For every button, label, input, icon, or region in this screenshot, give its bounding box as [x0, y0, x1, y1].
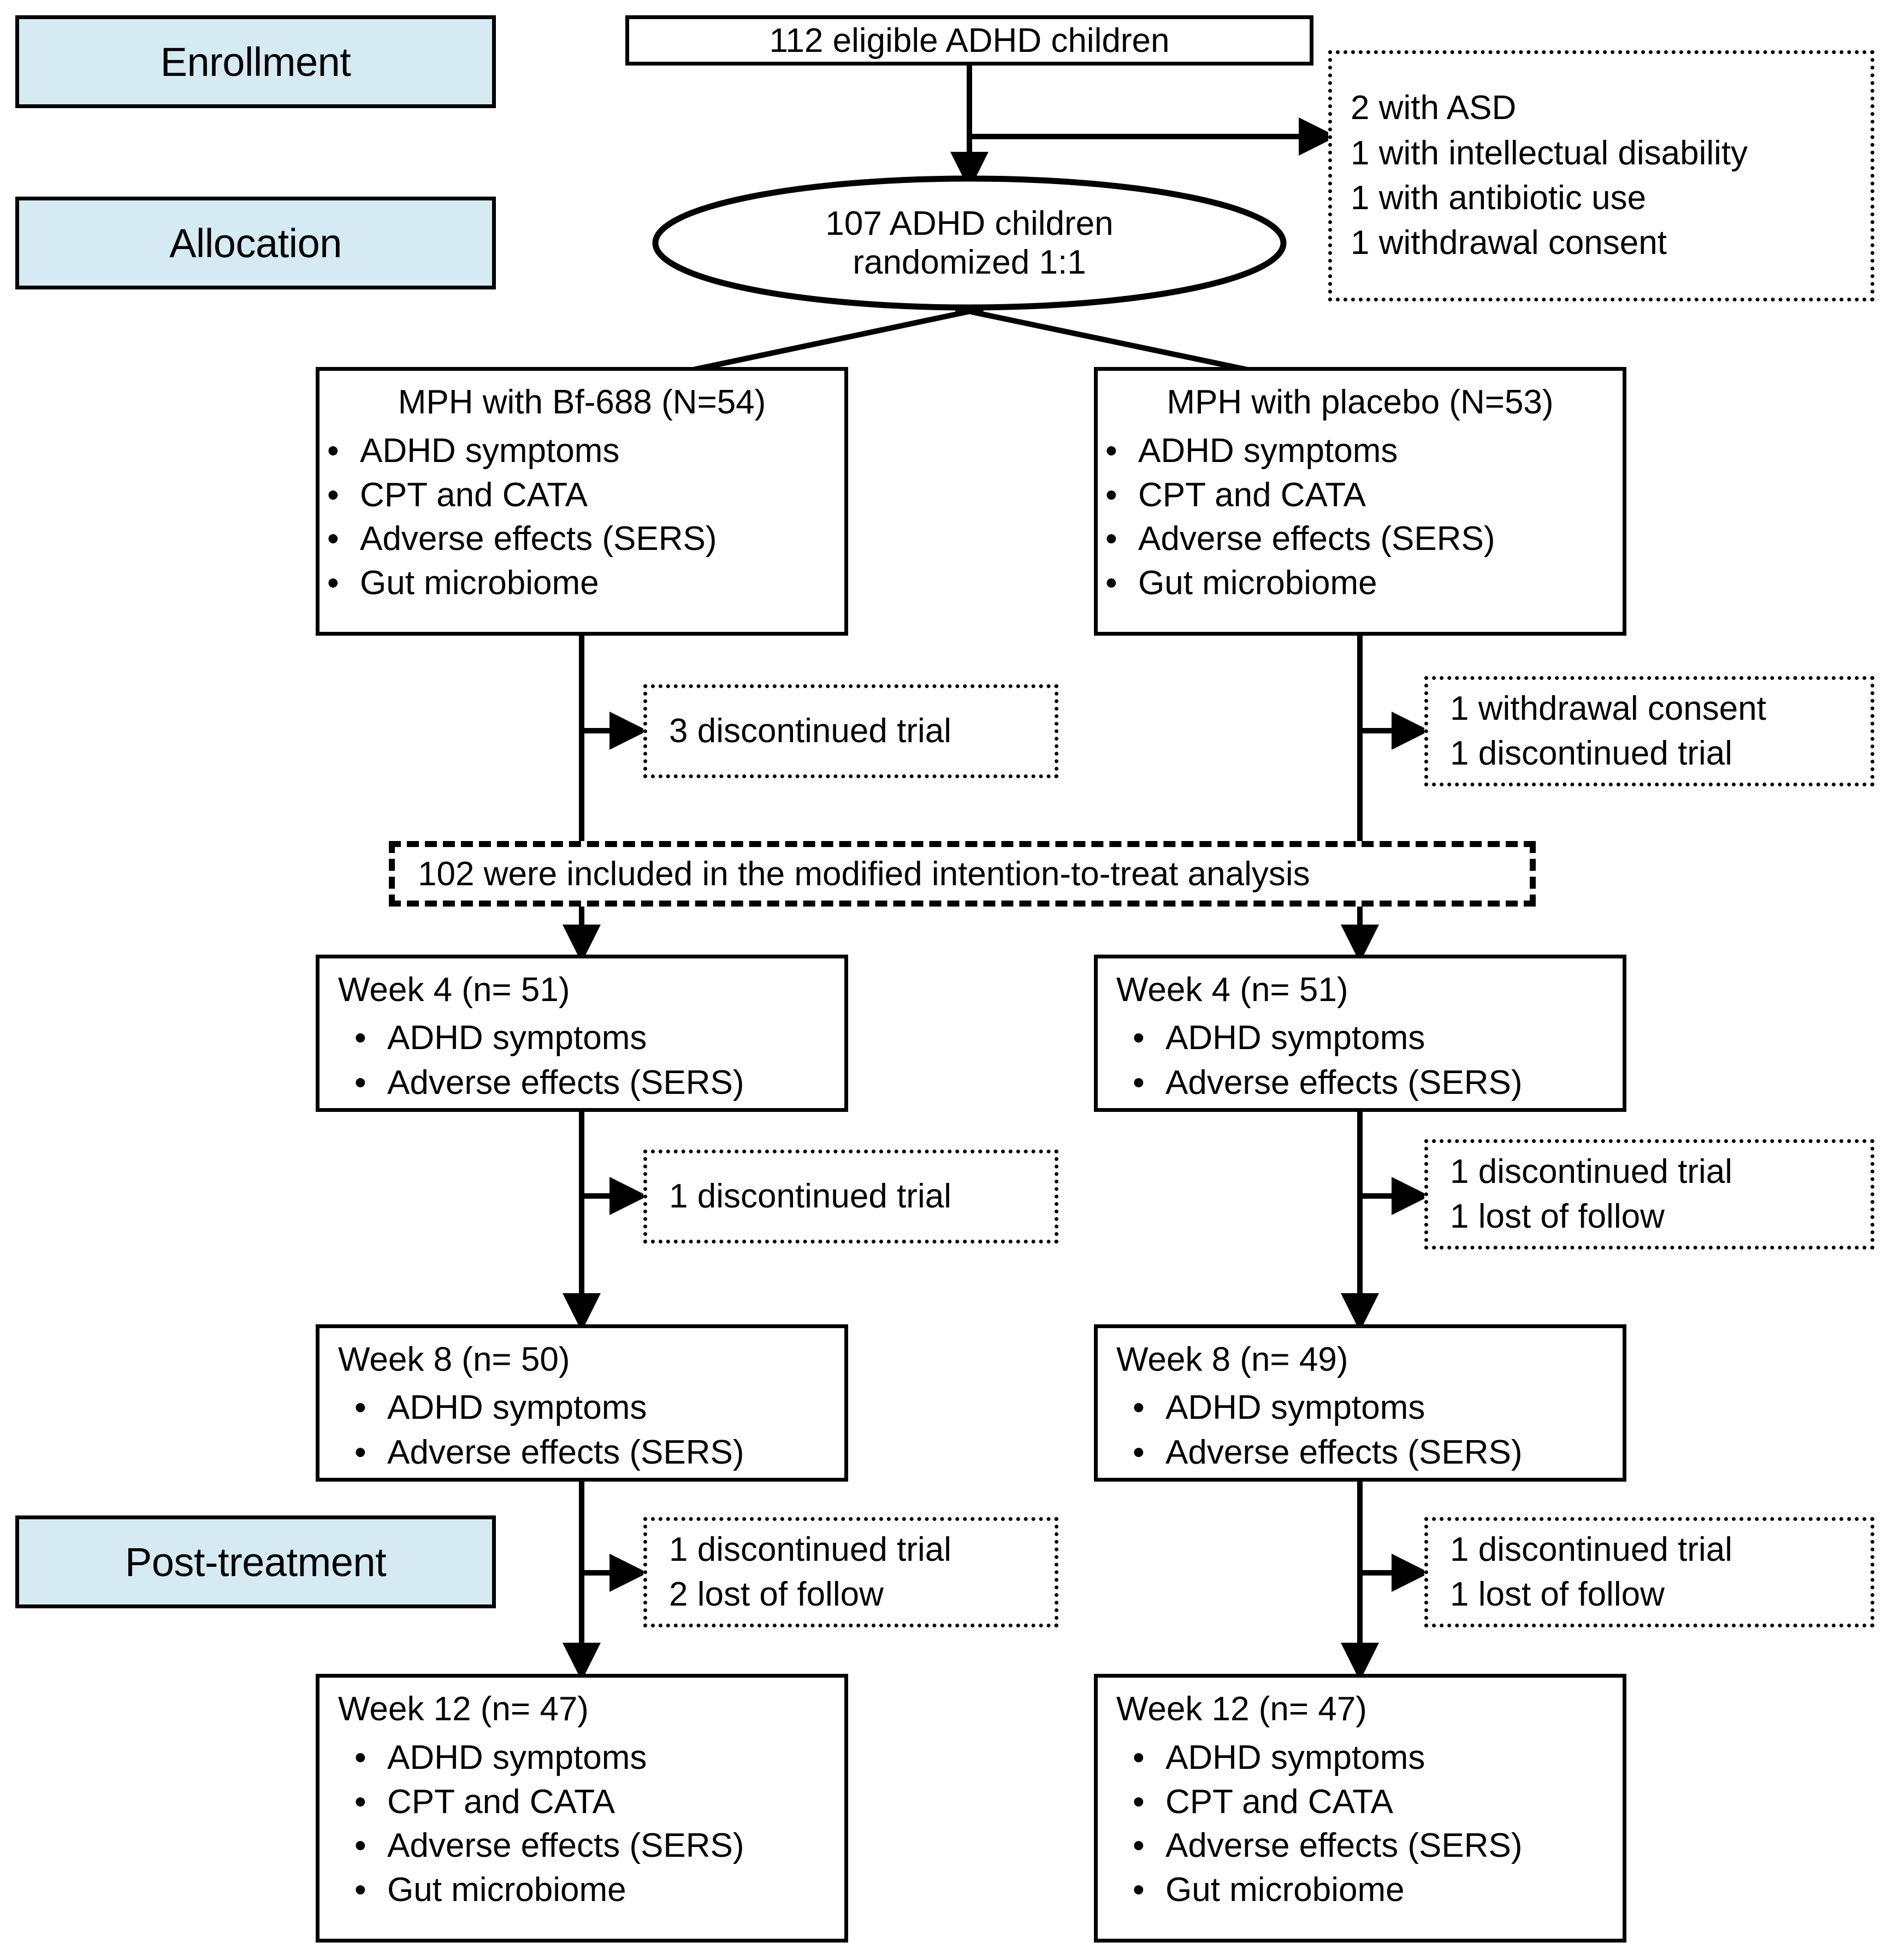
list-item: Adverse effects (SERS) — [347, 1430, 844, 1475]
list-item: ADHD symptoms — [319, 429, 844, 473]
dropout-line: 2 lost of follow — [669, 1576, 884, 1613]
week8-box-right: Week 8 (n= 49) ADHD symptoms Adverse eff… — [1094, 1324, 1626, 1482]
week4-box-right: Week 4 (n= 51) ADHD symptoms Adverse eff… — [1094, 955, 1626, 1112]
dropout-box-right-week4: 1 discontinued trial 1 lost of follow — [1424, 1139, 1874, 1250]
week8-left-title: Week 8 (n= 50) — [338, 1341, 570, 1378]
list-item: ADHD symptoms — [347, 1016, 844, 1061]
list-item: CPT and CATA — [319, 473, 844, 518]
excluded-line: 2 with ASD — [1351, 89, 1517, 127]
week4-left-title: Week 4 (n= 51) — [338, 971, 570, 1009]
mitt-analysis-band: 102 were included in the modified intent… — [389, 841, 1536, 907]
week12-box-left: Week 12 (n= 47) ADHD symptoms CPT and CA… — [316, 1674, 848, 1943]
excluded-line: 1 with intellectual disability — [1351, 134, 1748, 172]
stage-label-allocation-text: Allocation — [169, 220, 342, 266]
randomization-node: 107 ADHD children randomized 1:1 — [655, 188, 1283, 298]
list-item: Adverse effects (SERS) — [347, 1824, 844, 1868]
dropout-box-left-week8: 1 discontinued trial 2 lost of follow — [643, 1517, 1058, 1627]
stage-label-enrollment-text: Enrollment — [160, 39, 351, 85]
dropout-line: 1 discontinued trial — [669, 1177, 951, 1215]
list-item: CPT and CATA — [347, 1780, 844, 1825]
week12-box-right: Week 12 (n= 47) ADHD symptoms CPT and CA… — [1094, 1674, 1626, 1943]
randomization-line-2: randomized 1:1 — [853, 244, 1086, 281]
dropout-box-right-week8: 1 discontinued trial 1 lost of follow — [1424, 1517, 1874, 1627]
allocation-box-left: MPH with Bf-688 (N=54) ADHD symptoms CPT… — [316, 367, 848, 636]
list-item: ADHD symptoms — [1125, 1736, 1623, 1780]
dropout-box-right-allocation: 1 withdrawal consent 1 discontinued tria… — [1424, 676, 1874, 786]
list-item: Adverse effects (SERS) — [1098, 517, 1623, 561]
randomization-line-1: 107 ADHD children — [825, 205, 1114, 242]
eligible-participants-text: 112 eligible ADHD children — [769, 21, 1170, 60]
excluded-line: 1 with antibiotic use — [1351, 179, 1647, 217]
stage-label-enrollment: Enrollment — [15, 15, 496, 108]
list-item: ADHD symptoms — [1125, 1016, 1623, 1061]
list-item: Gut microbiome — [347, 1868, 844, 1912]
allocation-left-title: MPH with Bf-688 (N=54) — [398, 383, 766, 421]
dropout-line: 1 discontinued trial — [1450, 1152, 1732, 1191]
week8-right-list: ADHD symptoms Adverse effects (SERS) — [1116, 1385, 1623, 1475]
allocation-right-list: ADHD symptoms CPT and CATA Adverse effec… — [1098, 429, 1623, 605]
excluded-participants-box: 2 with ASD 1 with intellectual disabilit… — [1328, 50, 1874, 301]
week12-left-title: Week 12 (n= 47) — [338, 1690, 589, 1728]
dropout-line: 1 lost of follow — [1450, 1576, 1665, 1613]
stage-label-post-treatment: Post-treatment — [15, 1515, 496, 1608]
allocation-right-title: MPH with placebo (N=53) — [1167, 383, 1554, 421]
list-item: ADHD symptoms — [1125, 1385, 1623, 1430]
dropout-line: 3 discontinued trial — [669, 712, 951, 750]
dropout-line: 1 discontinued trial — [1450, 735, 1732, 772]
week8-right-title: Week 8 (n= 49) — [1116, 1341, 1348, 1378]
list-item: Adverse effects (SERS) — [1125, 1430, 1623, 1475]
dropout-line: 1 withdrawal consent — [1450, 689, 1766, 727]
stage-label-allocation: Allocation — [15, 197, 496, 289]
week8-box-left: Week 8 (n= 50) ADHD symptoms Adverse eff… — [316, 1324, 848, 1482]
list-item: Gut microbiome — [319, 561, 844, 606]
dropout-line: 1 discontinued trial — [1450, 1530, 1732, 1568]
list-item: CPT and CATA — [1098, 473, 1623, 518]
mitt-analysis-text: 102 were included in the modified intent… — [418, 855, 1310, 893]
list-item: Adverse effects (SERS) — [1125, 1824, 1623, 1868]
list-item: ADHD symptoms — [347, 1385, 844, 1430]
dropout-box-left-allocation: 3 discontinued trial — [643, 684, 1058, 778]
allocation-box-right: MPH with placebo (N=53) ADHD symptoms CP… — [1094, 367, 1626, 636]
list-item: Adverse effects (SERS) — [319, 517, 844, 561]
list-item: CPT and CATA — [1125, 1780, 1623, 1825]
list-item: Adverse effects (SERS) — [1125, 1061, 1623, 1105]
list-item: Gut microbiome — [1098, 561, 1623, 606]
allocation-left-list: ADHD symptoms CPT and CATA Adverse effec… — [319, 429, 844, 605]
stage-label-post-treatment-text: Post-treatment — [125, 1539, 387, 1585]
week4-left-list: ADHD symptoms Adverse effects (SERS) — [338, 1016, 844, 1105]
dropout-line: 1 lost of follow — [1450, 1198, 1665, 1235]
dropout-box-left-week4: 1 discontinued trial — [643, 1150, 1058, 1243]
week4-right-list: ADHD symptoms Adverse effects (SERS) — [1116, 1016, 1623, 1105]
week4-box-left: Week 4 (n= 51) ADHD symptoms Adverse eff… — [316, 955, 848, 1112]
week8-left-list: ADHD symptoms Adverse effects (SERS) — [338, 1385, 844, 1475]
eligible-participants-box: 112 eligible ADHD children — [625, 15, 1313, 66]
list-item: ADHD symptoms — [347, 1736, 844, 1780]
excluded-line: 1 withdrawal consent — [1351, 224, 1667, 262]
list-item: Adverse effects (SERS) — [347, 1061, 844, 1105]
week12-left-list: ADHD symptoms CPT and CATA Adverse effec… — [338, 1736, 844, 1912]
week12-right-list: ADHD symptoms CPT and CATA Adverse effec… — [1116, 1736, 1623, 1912]
week12-right-title: Week 12 (n= 47) — [1116, 1690, 1367, 1728]
dropout-line: 1 discontinued trial — [669, 1530, 951, 1568]
week4-right-title: Week 4 (n= 51) — [1116, 971, 1348, 1009]
list-item: ADHD symptoms — [1098, 429, 1623, 473]
list-item: Gut microbiome — [1125, 1868, 1623, 1912]
